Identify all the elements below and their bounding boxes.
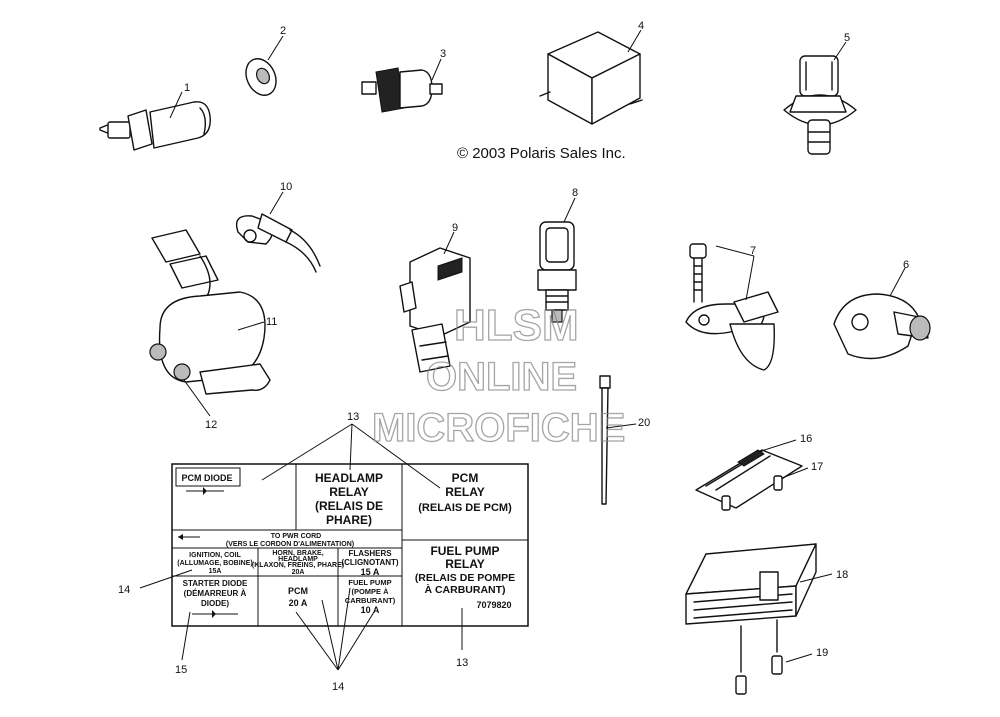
callout-20: 20: [638, 417, 650, 429]
decal-pwr-cord-1: TO PWR CORD: [271, 533, 321, 540]
callout-5: 5: [844, 32, 850, 44]
part-4-module: [539, 31, 643, 125]
decal-ignition-3: 15A: [209, 568, 222, 575]
callout-13-bottom: 13: [456, 657, 468, 669]
decal-ignition-2: (ALLUMAGE, BOBINE): [177, 560, 252, 567]
decal-fuel-pump-relay-2: RELAY: [445, 557, 485, 571]
callout-14-left: 14: [118, 584, 130, 596]
callout-13-top: 13: [347, 411, 359, 423]
decal-pcm-relay-1: PCM: [452, 471, 479, 485]
part-5-map-sensor: [783, 55, 857, 155]
decal-pcm-fuse-2: 20 A: [289, 598, 308, 608]
watermark-line-2: ONLINE: [426, 355, 577, 399]
part-20-cable-tie: [599, 375, 611, 505]
watermark-line-1: HLSM: [454, 301, 579, 350]
callout-8: 8: [572, 187, 578, 199]
decal-horn-3: (KLAXON, FREINS, PHARE): [252, 562, 344, 569]
decal-headlamp-relay-3: (RELAIS DE: [315, 499, 383, 513]
decal-fuel-pump-fuse-3: CARBURANT): [345, 596, 396, 605]
callout-9: 9: [452, 222, 458, 234]
callout-17: 17: [811, 461, 823, 473]
watermark: HLSM ONLINE MICROFICHE: [371, 300, 626, 450]
decal-horn-4: 20A: [292, 569, 305, 576]
decal-flashers-3: 15 A: [361, 567, 380, 577]
part-18-pcm-module: [685, 543, 817, 625]
callout-14-bottom: 14: [332, 681, 344, 693]
callout-4: 4: [638, 20, 644, 32]
part-8-temp-sensor: [537, 221, 577, 323]
decal-starter-diode-2: (DÉMARREUR À: [184, 589, 247, 598]
callout-16: 16: [800, 433, 812, 445]
decal-fuel-pump-relay-3: (RELAIS DE POMPE: [415, 572, 515, 584]
decal-fuel-pump-relay-4: À CARBURANT): [424, 583, 505, 596]
decal-pwr-cord-2: (VERS LE CORDON D'ALIMENTATION): [226, 541, 354, 548]
part-11-solenoid: [149, 229, 271, 395]
decal-headlamp-relay-1: HEADLAMP: [315, 471, 383, 485]
watermark-line-3: MICROFICHE: [372, 406, 625, 450]
callout-19: 19: [816, 647, 828, 659]
decal-horn-1: HORN, BRAKE,: [272, 550, 323, 557]
part-6-throttle-sensor: [833, 293, 931, 360]
decal-pcm-diode: PCM DIODE: [181, 473, 232, 483]
callout-11: 11: [266, 316, 277, 328]
decal-pcm-fuse-1: PCM: [288, 586, 308, 596]
decal-starter-diode-3: DIODE): [201, 599, 229, 608]
decal-flashers-1: FLASHERS: [348, 549, 392, 558]
callout-15: 15: [175, 664, 187, 676]
callout-7: 7: [750, 245, 756, 257]
decal-ignition-1: IGNITION, COIL: [189, 552, 241, 559]
decal-headlamp-relay-2: RELAY: [329, 485, 369, 499]
decal-pcm-relay-2: RELAY: [445, 485, 485, 499]
part-19-screws: [735, 619, 783, 695]
decal-starter-diode-1: STARTER DIODE: [183, 579, 248, 588]
decal-horn-2: HEADLAMP: [278, 556, 318, 563]
part-7-sensor-bolt: [685, 243, 779, 371]
part-17-screws: [721, 475, 783, 511]
decal-pcm-relay-3: (RELAIS DE PCM): [418, 502, 512, 514]
decal-headlamp-relay-4: PHARE): [326, 513, 372, 527]
decal-fuel-pump-relay-1: FUEL PUMP: [430, 544, 499, 558]
callout-10: 10: [280, 181, 292, 193]
callout-3: 3: [440, 48, 446, 60]
callout-2: 2: [280, 25, 286, 37]
part-9-sensor: [399, 247, 471, 373]
part-2-washer: [245, 58, 277, 96]
part-13-fuse-relay-decal: PCM DIODE HEADLAMP RELAY (RELAIS DE PHAR…: [171, 463, 529, 627]
callout-18: 18: [836, 569, 848, 581]
decal-fuel-pump-fuse-1: FUEL PUMP: [348, 578, 391, 587]
callout-12: 12: [205, 419, 217, 431]
part-16-bracket: [695, 449, 803, 509]
callout-1: 1: [184, 82, 190, 94]
callout-6: 6: [903, 259, 909, 271]
part-3-pressure-switch: [361, 67, 443, 113]
part-10-speed-sensor: [235, 213, 321, 273]
part-1-sensor: [99, 101, 211, 151]
decal-fuel-pump-fuse-2: (POMPE À: [351, 587, 389, 596]
decal-flashers-2: (CLIGNOTANT): [341, 558, 399, 567]
copyright-text: © 2003 Polaris Sales Inc.: [457, 145, 626, 162]
decal-part-number: 7079820: [476, 600, 511, 610]
decal-fuel-pump-fuse-4: 10 A: [361, 605, 380, 615]
